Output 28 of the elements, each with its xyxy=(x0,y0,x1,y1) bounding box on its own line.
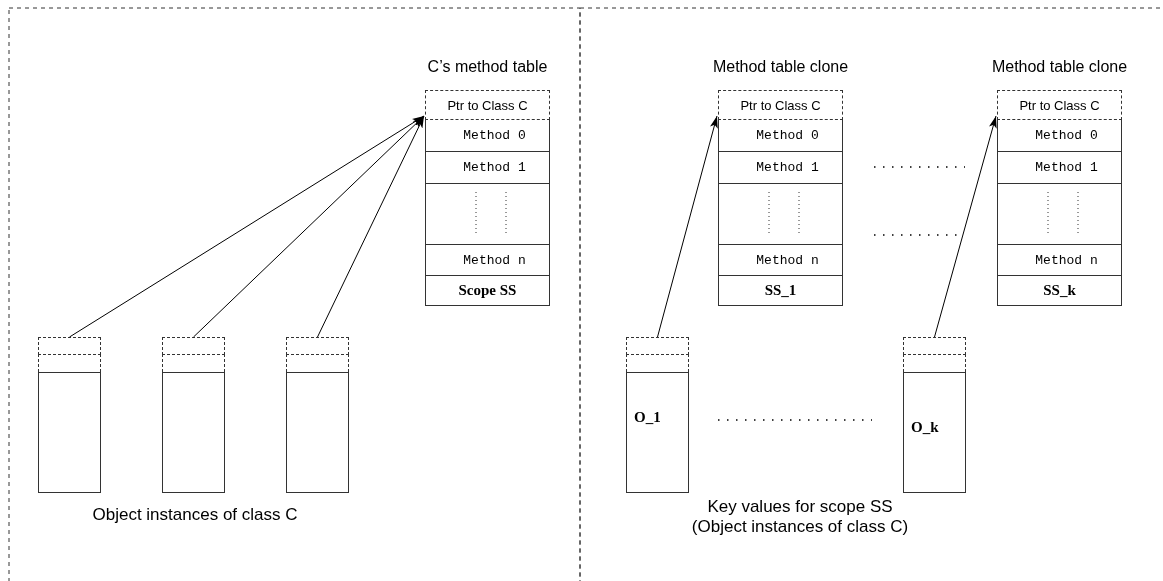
arrow xyxy=(317,115,425,338)
ellipsis-cell xyxy=(718,184,843,245)
method-cell: Method n xyxy=(718,245,843,276)
caption-text: Key values for scope SS (Object instances of class C) xyxy=(690,497,910,537)
method-cell: Method 1 xyxy=(425,152,550,184)
method-cell: Method 1 xyxy=(997,152,1122,184)
arrow xyxy=(657,115,718,338)
object-block xyxy=(162,337,225,493)
method-cell: Method 0 xyxy=(997,120,1122,152)
scope-cell: SS_k xyxy=(997,276,1122,306)
arrow xyxy=(69,115,425,338)
object-block xyxy=(38,337,101,493)
method-cell: Method 1 xyxy=(718,152,843,184)
method-cell: Method n xyxy=(425,245,550,276)
scope-cell: Scope SS xyxy=(425,276,550,306)
arrow xyxy=(934,115,997,338)
table-title: C’s method table xyxy=(427,58,548,76)
scope-cell: SS_1 xyxy=(718,276,843,306)
table-title: Method table clone xyxy=(991,58,1128,76)
method-cell: Method n xyxy=(997,245,1122,276)
ellipsis-cell xyxy=(425,184,550,245)
table-title: Method table clone xyxy=(712,58,849,76)
method-cell: Method 0 xyxy=(425,120,550,152)
ellipsis-cell xyxy=(997,184,1122,245)
caption-text: Object instances of class C xyxy=(91,505,299,525)
method-cell: Method 0 xyxy=(718,120,843,152)
arrow xyxy=(193,115,425,338)
object-block xyxy=(286,337,349,493)
